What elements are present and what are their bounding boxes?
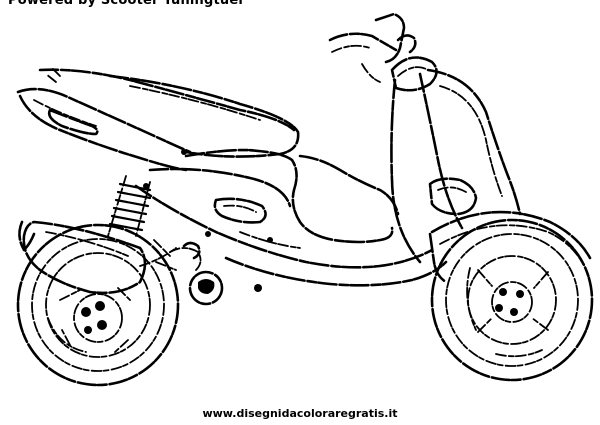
header-credit-text: Powered by Scooter Tuningtuel [8,0,244,8]
main-body [134,148,448,292]
front-wheel [430,218,594,382]
rear-wheel [16,223,180,387]
seat-and-tail [16,67,300,189]
front-fender [428,210,592,284]
exhaust-pipe [18,220,177,295]
rear-shock-spring [107,175,152,237]
engine-area [153,239,224,306]
footer-site-url: www.disegnidacoloraregratis.it [202,407,398,420]
front-body [328,12,522,264]
